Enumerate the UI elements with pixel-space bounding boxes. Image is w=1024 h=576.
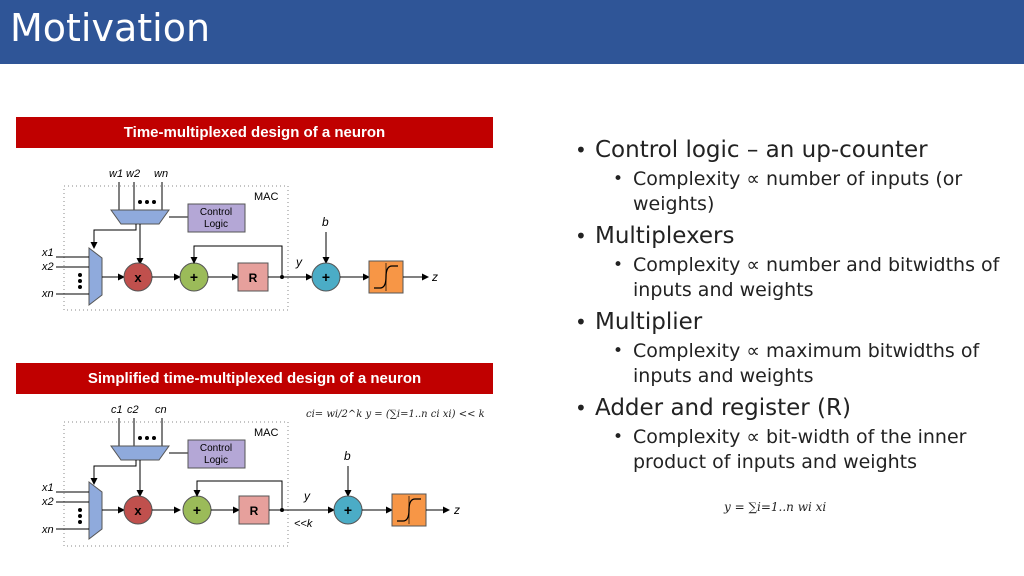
control-logic-block xyxy=(187,203,246,233)
bullet-adder-register: Adder and register (R) xyxy=(575,393,1015,423)
coeff-label-c2: c2 xyxy=(127,404,139,416)
coeff-mux xyxy=(110,445,170,461)
control-to-input-mux xyxy=(90,224,137,249)
input-label-x2: x2 xyxy=(41,261,54,273)
mac-label: MAC xyxy=(254,191,279,203)
weight-label-w2: w2 xyxy=(126,168,140,180)
register-label: R xyxy=(250,504,259,518)
diagram2-banner: Simplified time-multiplexed design of a … xyxy=(16,363,493,394)
diagram2-formula: ci= wi/2^k y = (∑i=1..n ci xi) << k xyxy=(306,409,485,420)
z-label: z xyxy=(453,503,460,517)
bullet-multiplier: Multiplier xyxy=(575,307,1015,337)
input-label-xn: xn xyxy=(41,288,54,300)
z-label: z xyxy=(431,270,438,284)
control-label-1: Control xyxy=(200,207,232,218)
inner-product-equation: y = ∑i=1..n wi xi xyxy=(724,500,827,514)
bullet-multiplexers: Multiplexers xyxy=(575,221,1015,251)
control-label-2: Logic xyxy=(204,455,228,466)
diagram1: MAC w1 w2 wn Control Logic x1 x2 xn x + … xyxy=(41,168,438,311)
title-bar: Motivation xyxy=(0,0,1024,64)
input-mux xyxy=(88,246,103,307)
control-label-2: Logic xyxy=(204,219,228,230)
y-label: y xyxy=(303,489,311,503)
mac-boundary xyxy=(63,185,289,311)
sub-bullet-multiplexers: Complexity ∝ number and bitwidths of inp… xyxy=(613,253,1015,303)
bullet-list: Control logic – an up-counter Complexity… xyxy=(575,135,1015,479)
multiplier-symbol: x xyxy=(134,503,142,518)
diagram1-banner: Time-multiplexed design of a neuron xyxy=(16,117,493,148)
control-logic-block xyxy=(187,439,246,469)
weight-label-w1: w1 xyxy=(109,168,123,180)
y-label: y xyxy=(295,255,303,269)
mac-label: MAC xyxy=(254,427,279,439)
sub-bullet-control-logic: Complexity ∝ number of inputs (or weight… xyxy=(613,167,1015,217)
weight-mux xyxy=(110,209,170,225)
register-block xyxy=(237,262,269,292)
input-mux xyxy=(88,480,103,541)
input-label-xn: xn xyxy=(41,524,54,536)
bias-label: b xyxy=(344,449,351,463)
control-label-1: Control xyxy=(200,443,232,454)
feedback-wire xyxy=(190,245,283,277)
shift-label: <<k xyxy=(294,518,313,530)
multiplier-symbol: x xyxy=(134,270,142,285)
input-label-x1: x1 xyxy=(41,482,54,494)
adder-symbol: + xyxy=(193,502,201,518)
bias-label: b xyxy=(322,215,329,229)
coeff-label-cn: cn xyxy=(155,404,167,416)
weight-label-wn: wn xyxy=(154,168,168,180)
sub-bullet-adder-register: Complexity ∝ bit-width of the inner prod… xyxy=(613,425,1015,475)
register-label: R xyxy=(249,271,258,285)
input-label-x2: x2 xyxy=(41,496,54,508)
slide-title: Motivation xyxy=(10,6,211,50)
output-adder-symbol: + xyxy=(322,269,330,285)
sub-bullet-multiplier: Complexity ∝ maximum bitwidths of inputs… xyxy=(613,339,1015,389)
mac-boundary xyxy=(63,421,289,547)
diagram2: MAC c1 c2 cn Control Logic x1 x2 xn x + … xyxy=(41,404,460,547)
coeff-label-c1: c1 xyxy=(111,404,123,416)
output-adder-symbol: + xyxy=(344,502,352,518)
bullet-control-logic: Control logic – an up-counter xyxy=(575,135,1015,165)
input-label-x1: x1 xyxy=(41,247,54,259)
adder-symbol: + xyxy=(190,269,198,285)
